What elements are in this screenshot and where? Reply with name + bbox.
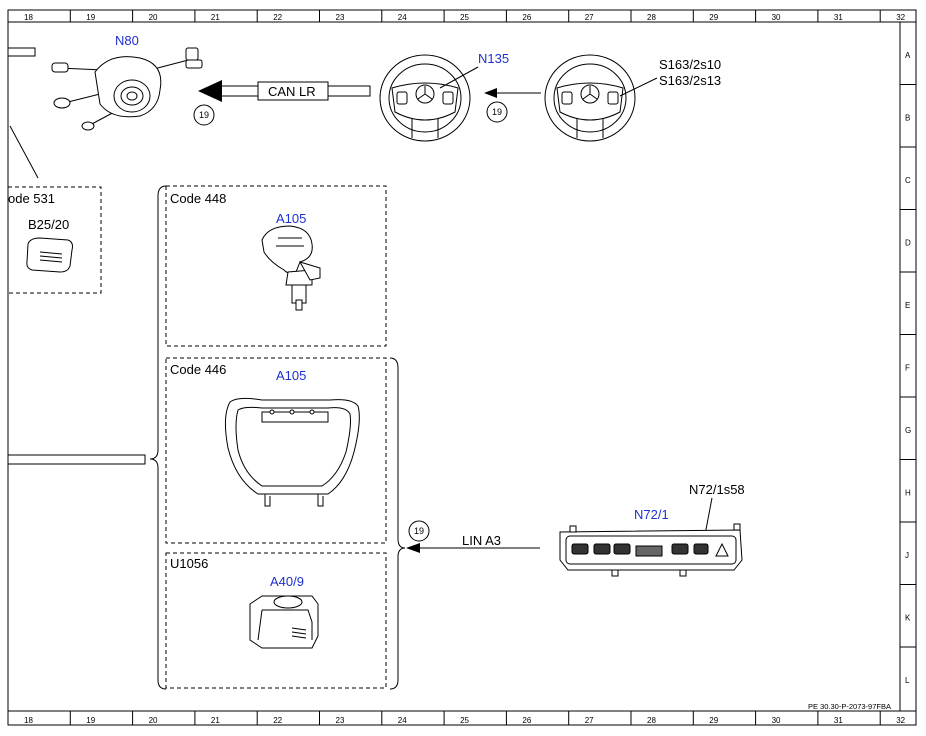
column-tick-label: 29 [709,716,718,725]
lin-a3-arrow [406,543,540,553]
column-tick-label: 22 [273,13,282,22]
n135-label: N135 [478,51,509,66]
n80-label: N80 [115,33,139,48]
a105-gear-selector-icon [261,225,321,311]
reference-19-lin-text: 19 [414,526,424,536]
n72-control-panel-icon [559,523,743,577]
column-ticks: 18 18 19 19 20 20 21 21 22 22 23 23 24 24 25 25 26 26 27 27… [7,10,906,725]
column-tick-label: 25 [460,13,469,22]
reference-19-top-right: 19 [486,101,508,123]
column-tick-label: 30 [772,13,781,22]
column-tick-label: 21 [211,716,220,725]
n135-leader [439,66,479,89]
row-tick-label: B [905,114,910,123]
column-tick-label: 19 [86,716,95,725]
column-tick-label: 18 [24,13,33,22]
column-tick-label: 26 [522,716,531,725]
row-tick-label: D [905,239,911,248]
column-tick-label: 25 [460,716,469,725]
reference-19-top-left-text: 19 [199,110,209,120]
a40-touchpad-icon [249,595,319,649]
row-tick-label: L [905,676,910,685]
column-tick-label: 23 [336,13,345,22]
s163-steering-wheel-icon [544,54,636,142]
n80-steering-column-switch-icon [51,47,203,131]
a105-mid-label: A105 [276,368,306,383]
reference-19-top-right-text: 19 [492,107,502,117]
row-tick-label: K [905,614,911,623]
column-tick-label: 26 [522,13,531,22]
reference-19-top-left: 19 [193,104,215,126]
column-tick-label: 30 [772,716,781,725]
s163-arrow [484,88,541,98]
column-tick-label: 28 [647,716,656,725]
b25-sensor-icon [26,237,73,273]
lin-a3-label: LIN A3 [462,533,501,548]
row-tick-label: A [905,51,911,60]
column-tick-label: 18 [24,716,33,725]
row-tick-label: H [905,489,911,498]
u1056-box [165,552,387,689]
column-tick-label: 19 [86,13,95,22]
column-tick-label: 24 [398,13,407,22]
code448-label: Code 448 [170,191,226,206]
column-tick-label: 28 [647,13,656,22]
column-tick-label: 27 [585,716,594,725]
row-tick-label: F [905,364,910,373]
doc-id: PE 30.30-P-2073-97FBA [808,702,891,711]
a40-label: A40/9 [270,574,304,589]
can-lr-label: CAN LR [268,84,316,99]
n135-steering-wheel-icon [379,54,471,142]
frame [7,9,917,726]
n72s58-label: N72/1s58 [689,482,745,497]
row-tick-label: C [905,176,911,185]
leader-line-left [9,125,39,179]
code446-box [165,357,387,544]
row-tick-label: J [905,551,909,560]
code531-box [8,186,102,294]
n72-label: N72/1 [634,507,669,522]
left-bar-mid [7,454,146,465]
column-tick-label: 20 [149,13,158,22]
code448-box [165,185,387,347]
row-ticks: A B C D E F G H J K L [900,21,916,685]
row-tick-label: E [905,301,910,310]
column-tick-label: 23 [336,716,345,725]
a105-center-console-icon [224,397,360,507]
column-tick-label: 20 [149,716,158,725]
can-lr-label-bg [257,81,329,101]
column-tick-label: 27 [585,13,594,22]
column-tick-label: 32 [896,716,905,725]
column-tick-label: 31 [834,13,843,22]
b25-label: B25/20 [28,217,69,232]
u1056-label: U1056 [170,556,208,571]
s163-label-1: S163/2s10 [659,57,721,72]
column-tick-label: 29 [709,13,718,22]
column-tick-label: 24 [398,716,407,725]
row-tick-label: G [905,426,911,435]
column-tick-label: 32 [896,13,905,22]
left-bar-stub [7,47,36,57]
column-tick-label: 22 [273,716,282,725]
column-tick-label: 31 [834,716,843,725]
s163-leader [619,77,658,97]
left-brace [149,185,167,690]
code531-label: ode 531 [8,191,55,206]
a105-top-label: A105 [276,211,306,226]
code446-label: Code 446 [170,362,226,377]
right-brace [389,357,406,690]
column-tick-label: 21 [211,13,220,22]
s163-label-2: S163/2s13 [659,73,721,88]
reference-19-lin: 19 [408,520,430,542]
